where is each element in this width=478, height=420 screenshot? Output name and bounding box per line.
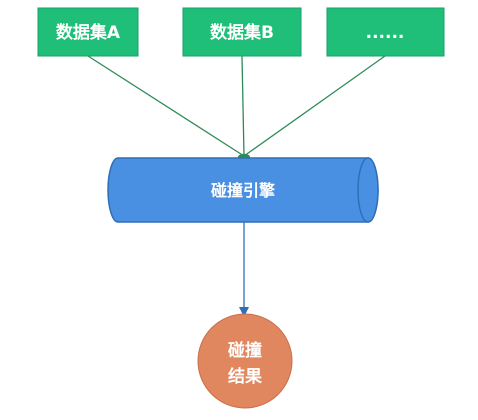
source-connectors bbox=[87, 55, 386, 161]
source-box-b: 数据集B bbox=[182, 7, 302, 57]
source-box-more: ...... bbox=[326, 7, 445, 57]
engine-cylinder: 碰撞引擎 bbox=[107, 157, 379, 223]
result-label-line2: 结果 bbox=[228, 366, 262, 387]
result-circle-shape bbox=[197, 313, 293, 409]
connector-b bbox=[241, 55, 245, 157]
source-box-more-shape bbox=[326, 7, 445, 57]
engine-label: 碰撞引擎 bbox=[211, 181, 276, 200]
source-box-b-shape bbox=[182, 7, 302, 57]
source-box-a: 数据集A bbox=[37, 7, 139, 57]
result-label-line1: 碰撞 bbox=[228, 340, 262, 361]
connector-a bbox=[87, 55, 245, 157]
engine-cylinder-end bbox=[357, 157, 379, 223]
connector-more bbox=[243, 55, 386, 157]
source-box-b-label: 数据集B bbox=[210, 22, 274, 43]
source-box-more-label: ...... bbox=[366, 23, 405, 43]
result-circle: 碰撞 结果 bbox=[197, 313, 293, 409]
source-box-a-label: 数据集A bbox=[56, 22, 121, 43]
source-box-a-shape bbox=[37, 7, 139, 57]
